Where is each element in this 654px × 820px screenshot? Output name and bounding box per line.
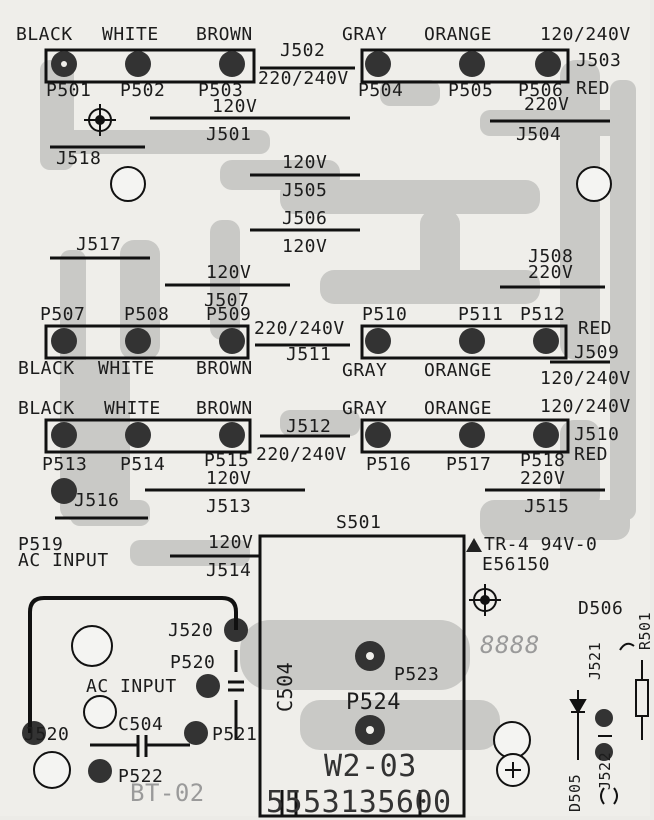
label-j509: J509 (574, 342, 620, 363)
label-p508: P508 (124, 304, 170, 325)
label-d506: D506 (578, 598, 624, 619)
label-voltage-220-240: 220/240V (256, 444, 347, 465)
label-j521: J521 (586, 641, 604, 680)
label-p516: P516 (366, 454, 412, 475)
label-gray: GRAY (342, 24, 388, 45)
label-white: WHITE (102, 24, 159, 45)
label-p511: P511 (458, 304, 504, 325)
label-ghost-code: BT-02 (130, 779, 205, 807)
label-c504: C504 (273, 661, 297, 712)
label-segment-display: 8888 (480, 631, 540, 659)
label-j506: J506 (282, 208, 328, 229)
label-p503: P503 (198, 80, 244, 101)
label-p502: P502 (120, 80, 166, 101)
label-p515: P515 (204, 450, 250, 471)
label-j503: J503 (576, 50, 622, 71)
label-p506: P506 (518, 80, 564, 101)
label-orange: ORANGE (424, 24, 493, 45)
label-voltage-120: 120V (206, 262, 252, 283)
label-part-number: 5553135600 (266, 785, 452, 820)
label-j512: J512 (286, 416, 332, 437)
label-j515: J515 (524, 496, 570, 517)
label-white: WHITE (104, 398, 161, 419)
label-p510: P510 (362, 304, 408, 325)
label-j511: J511 (286, 344, 332, 365)
label-black: BLACK (18, 358, 75, 379)
label-j508: J508 (528, 246, 574, 267)
label-voltage-120: 120V (212, 96, 258, 117)
label-ac-input: AC INPUT (18, 550, 109, 571)
label-j510: J510 (574, 424, 620, 445)
label-voltage-120-240: 120/240V (540, 368, 631, 389)
label-voltage-120: 120V (206, 468, 252, 489)
label-j520: J520 (24, 724, 70, 745)
label-p518: P518 (520, 450, 566, 471)
label-p520: P520 (170, 652, 216, 673)
label-j505: J505 (282, 180, 328, 201)
label-p505: P505 (448, 80, 494, 101)
label-j507: J507 (204, 290, 250, 311)
label-c504: C504 (118, 714, 164, 735)
label-red: RED (576, 78, 611, 99)
label-black: BLACK (16, 24, 73, 45)
label-j520: J520 (168, 620, 214, 641)
label-j501: J501 (206, 124, 252, 145)
label-gray: GRAY (342, 360, 388, 381)
label-p519: P519 (18, 534, 64, 555)
label-p523: P523 (394, 664, 440, 685)
label-voltage-120: 120V (282, 152, 328, 173)
label-j517: J517 (76, 234, 122, 255)
label-j513: J513 (206, 496, 252, 517)
label-p507: P507 (40, 304, 86, 325)
label-ul-file: E56150 (482, 554, 551, 575)
label-j518: J518 (56, 148, 102, 169)
label-p524: P524 (346, 690, 401, 715)
label-w2-03: W2-03 (324, 749, 417, 784)
label-voltage-220-240: 220/240V (258, 68, 349, 89)
label-orange: ORANGE (424, 398, 493, 419)
label-voltage-120: 120V (282, 236, 328, 257)
label-r501: R501 (636, 611, 654, 650)
label-p512: P512 (520, 304, 566, 325)
label-j502: J502 (280, 40, 326, 61)
label-voltage-120-240: 120/240V (540, 396, 631, 417)
label-gray: GRAY (342, 398, 388, 419)
label-voltage-220: 220V (520, 468, 566, 489)
label-s501: S501 (336, 512, 382, 533)
label-voltage-220: 220V (524, 94, 570, 115)
label-p522: P522 (118, 766, 164, 787)
label-voltage-220: 220V (528, 262, 574, 283)
label-board-rating: TR-4 94V-0 (484, 534, 598, 555)
label-j514: J514 (206, 560, 252, 581)
label-p521: P521 (212, 724, 258, 745)
label-d505: D505 (566, 773, 584, 812)
label-black: BLACK (18, 398, 75, 419)
label-ac-input: AC INPUT (86, 676, 177, 697)
label-voltage-220-240: 220/240V (254, 318, 345, 339)
label-p514: P514 (120, 454, 166, 475)
label-red: RED (578, 318, 613, 339)
label-p509: P509 (206, 304, 252, 325)
label-j516: J516 (74, 490, 120, 511)
label-brown: BROWN (196, 24, 253, 45)
label-j522: J522 (596, 751, 614, 790)
label-p513: P513 (42, 454, 88, 475)
label-p501: P501 (46, 80, 92, 101)
label-red: RED (574, 444, 609, 465)
label-voltage-120-240: 120/240V (540, 24, 631, 45)
label-p504: P504 (358, 80, 404, 101)
label-brown: BROWN (196, 398, 253, 419)
label-white: WHITE (98, 358, 155, 379)
label-voltage-120: 120V (208, 532, 254, 553)
label-j504: J504 (516, 124, 562, 145)
label-p517: P517 (446, 454, 492, 475)
label-orange: ORANGE (424, 360, 493, 381)
label-brown: BROWN (196, 358, 253, 379)
